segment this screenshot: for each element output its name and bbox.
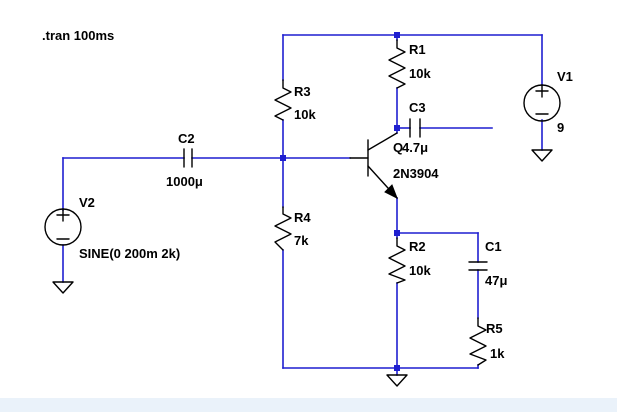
r4-value: 7k [294,233,309,248]
transistor-q[interactable] [349,132,398,200]
c1-value: 47μ [485,273,507,288]
q-value: 2N3904 [393,166,439,181]
capacitor-c2[interactable] [183,148,193,168]
voltage-source-v2[interactable] [44,208,82,246]
q-name: Q [393,140,403,155]
ground-icon [386,374,408,387]
c1-name: C1 [485,239,502,254]
resistor-r3[interactable] [274,79,292,121]
r1-name: R1 [409,42,426,57]
c2-name: C2 [178,131,195,146]
resistor-r5[interactable] [469,317,487,366]
labels: .tran 100ms R1 10k R3 10k R4 7k R2 10k R… [42,28,573,361]
r2-value: 10k [409,263,431,278]
junction-ground [394,365,400,371]
v2-name: V2 [79,195,95,210]
r5-value: 1k [490,346,505,361]
r5-name: R5 [486,321,503,336]
ground-icon [52,281,74,294]
r1-value: 10k [409,66,431,81]
resistor-r4[interactable] [274,206,292,251]
capacitor-c1[interactable] [468,261,488,271]
r4-name: R4 [294,210,311,225]
c2-value: 1000μ [166,174,203,189]
spice-directive[interactable]: .tran 100ms [42,28,114,43]
v1-value: 9 [557,120,564,135]
resistor-r1[interactable] [388,39,406,89]
r2-name: R2 [409,239,426,254]
r3-value: 10k [294,107,316,122]
v1-name: V1 [557,69,573,84]
capacitor-c3[interactable] [409,118,421,138]
c3-name: C3 [409,100,426,115]
ground-icon [531,149,553,162]
junctions [280,32,400,371]
v2-value: SINE(0 200m 2k) [79,246,180,261]
voltage-source-v1[interactable] [523,84,561,122]
emitter-arrow-icon [384,184,398,200]
junction-top-r1 [394,32,400,38]
junction-emitter [394,230,400,236]
resistor-r2[interactable] [388,237,406,284]
window-bottom-strip [0,398,617,412]
c3-value: 4.7μ [402,140,428,155]
r3-name: R3 [294,84,311,99]
junction-base-node [280,155,286,161]
junction-collector [394,125,400,131]
